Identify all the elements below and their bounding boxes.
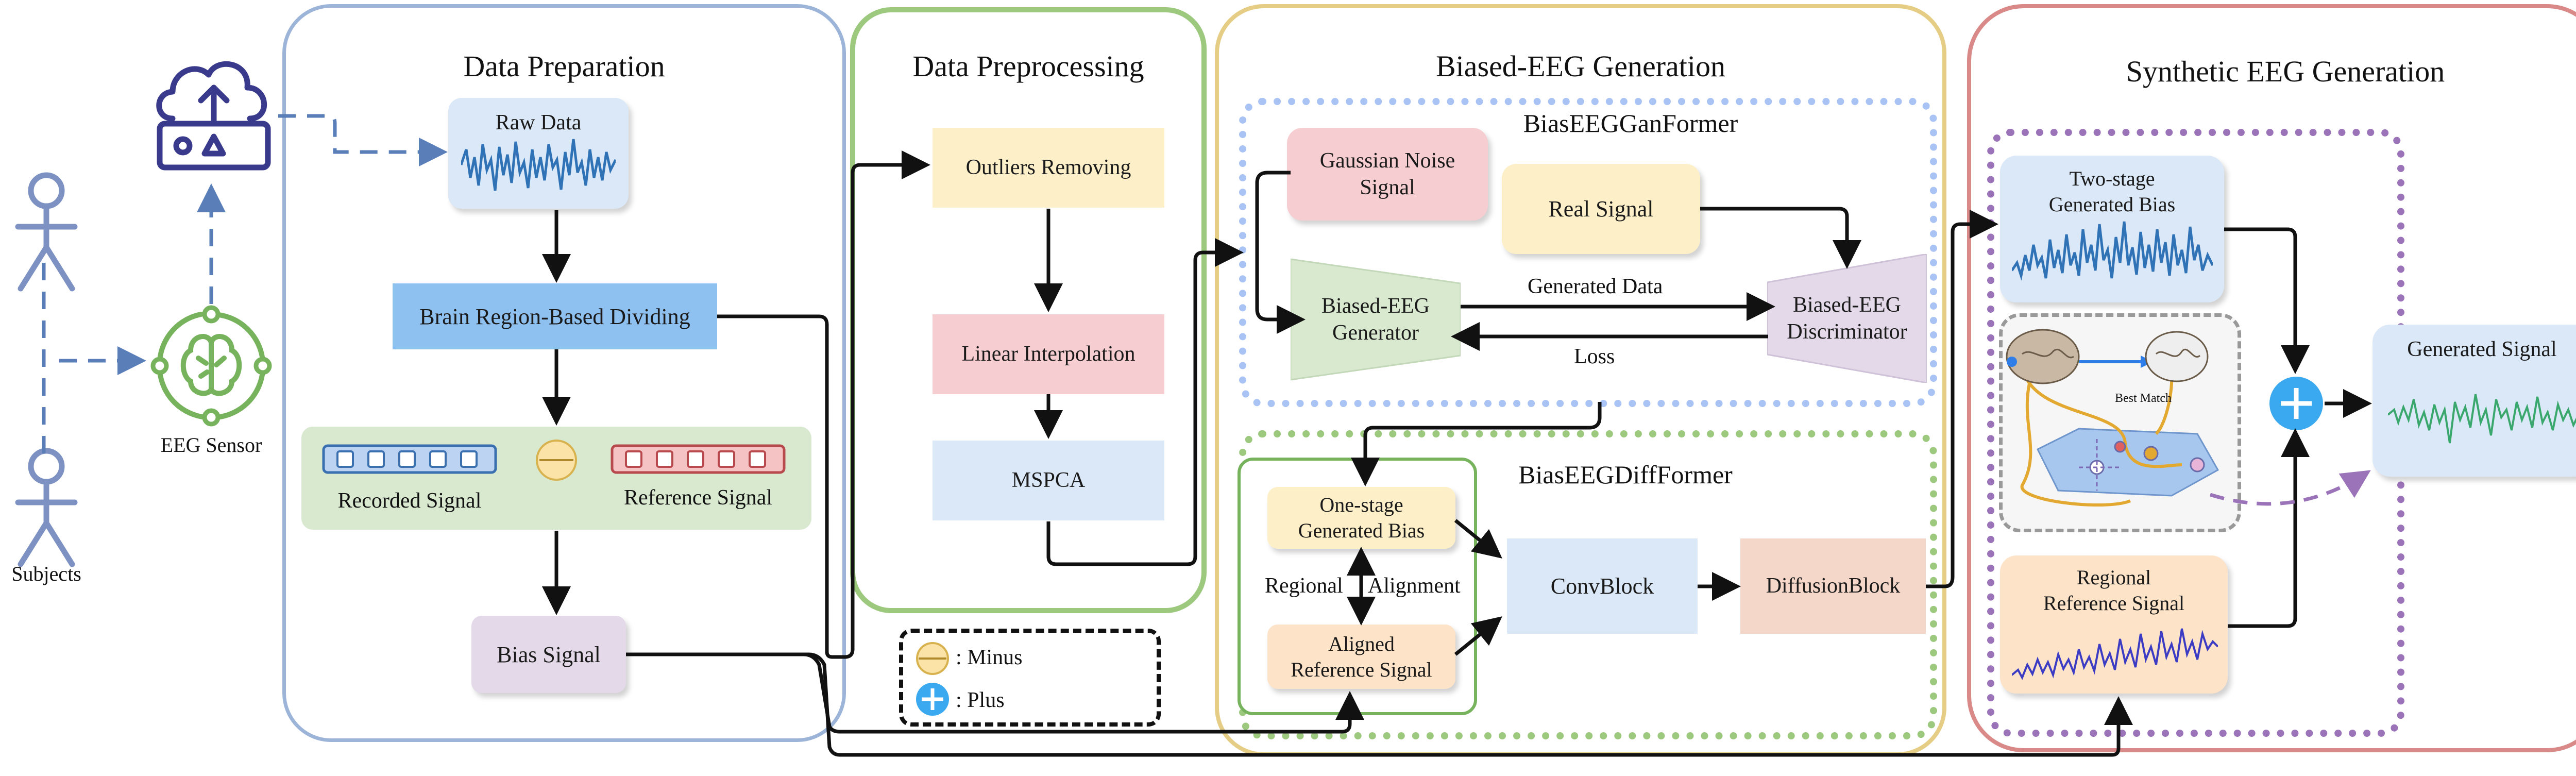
data-preprocessing-title: Data Preprocessing bbox=[912, 49, 1144, 83]
two-stage-bias-waveform bbox=[2012, 221, 2213, 281]
gaussian-noise-label-1: Gaussian Noise bbox=[1319, 148, 1455, 173]
discriminator-label-2: Discriminator bbox=[1787, 320, 1907, 344]
subjects-label: Subjects bbox=[11, 562, 81, 585]
diffusion-block-box: DiffusionBlock bbox=[1740, 538, 1926, 634]
alignment-label: Alignment bbox=[1368, 574, 1461, 598]
linear-interpolation-box: Linear Interpolation bbox=[933, 314, 1164, 394]
mspca-box: MSPCA bbox=[933, 441, 1164, 520]
regional-reference-label-2: Reference Signal bbox=[2043, 592, 2185, 615]
generated-signal-label: Generated Signal bbox=[2407, 338, 2557, 361]
best-match-illustration bbox=[2006, 329, 2219, 507]
synthetic-eeg-generation-title: Synthetic EEG Generation bbox=[2126, 55, 2445, 88]
subject-icon bbox=[15, 172, 78, 292]
recorded-signal-array-icon bbox=[322, 444, 497, 474]
generator-trapezoid bbox=[1291, 258, 1461, 381]
raw-data-label: Raw Data bbox=[495, 111, 582, 134]
recorded-signal-label: Recorded Signal bbox=[337, 489, 482, 513]
gaussian-noise-label-2: Signal bbox=[1360, 176, 1415, 199]
data-preparation-title: Data Preparation bbox=[463, 49, 665, 83]
aligned-reference-box: Aligned Reference Signal bbox=[1267, 625, 1455, 689]
best-match-label: Best Match bbox=[2115, 392, 2172, 405]
plus-legend-label: : Plus bbox=[956, 688, 1005, 712]
gaussian-noise-box: Gaussian Noise Signal bbox=[1287, 128, 1488, 221]
eeg-sensor-brain-icon bbox=[150, 305, 272, 427]
minus-legend-label: : Minus bbox=[956, 646, 1023, 669]
cloud-upload-icon bbox=[156, 61, 271, 171]
generator-label-2: Generator bbox=[1332, 321, 1419, 345]
brain-region-dividing-box: Brain Region-Based Dividing bbox=[393, 283, 717, 349]
plus-operator-icon bbox=[2269, 377, 2323, 430]
conv-block-label: ConvBlock bbox=[1550, 573, 1654, 599]
diffformer-title: BiasEEGDiffFormer bbox=[1518, 460, 1733, 489]
one-stage-label-1: One-stage bbox=[1319, 493, 1403, 516]
outliers-removing-label: Outliers Removing bbox=[965, 156, 1131, 180]
aligned-reference-label-1: Aligned bbox=[1328, 632, 1395, 655]
diffusion-block-label: DiffusionBlock bbox=[1766, 574, 1901, 598]
regional-reference-label-1: Regional bbox=[2076, 566, 2151, 589]
bias-signal-label: Bias Signal bbox=[497, 642, 601, 667]
ganformer-title: BiasEEGGanFormer bbox=[1523, 109, 1738, 138]
linear-interpolation-label: Linear Interpolation bbox=[961, 342, 1136, 366]
subject-icon bbox=[15, 448, 78, 567]
generator-label-1: Biased-EEG bbox=[1321, 294, 1430, 318]
generator-label: Biased-EEG Generator bbox=[1291, 255, 1461, 384]
generated-signal-waveform bbox=[2388, 394, 2576, 444]
loss-label: Loss bbox=[1574, 345, 1615, 368]
biased-eeg-generation-title: Biased-EEG Generation bbox=[1435, 49, 1726, 83]
two-stage-label-2: Generated Bias bbox=[2048, 193, 2176, 216]
reference-signal-array-icon bbox=[611, 444, 786, 474]
plus-legend-icon bbox=[916, 683, 949, 716]
bias-signal-box: Bias Signal bbox=[471, 616, 626, 693]
minus-operator-icon bbox=[536, 440, 577, 481]
discriminator-label-1: Biased-EEG bbox=[1793, 293, 1901, 317]
data-preprocessing-panel bbox=[850, 7, 1207, 613]
real-signal-box: Real Signal bbox=[1502, 164, 1700, 254]
minus-legend-icon bbox=[916, 642, 949, 675]
conv-block-box: ConvBlock bbox=[1507, 538, 1698, 634]
one-stage-bias-box: One-stage Generated Bias bbox=[1267, 487, 1455, 549]
one-stage-label-2: Generated Bias bbox=[1298, 519, 1425, 542]
raw-data-box: Raw Data bbox=[448, 98, 629, 209]
brain-region-dividing-label: Brain Region-Based Dividing bbox=[419, 303, 690, 329]
reference-signal-label: Reference Signal bbox=[623, 486, 773, 510]
regional-label: Regional bbox=[1265, 574, 1343, 598]
eeg-sensor-label: EEG Sensor bbox=[160, 433, 262, 457]
discriminator-trapezoid bbox=[1767, 254, 1927, 383]
outliers-removing-box: Outliers Removing bbox=[933, 128, 1164, 208]
raw-data-waveform bbox=[461, 139, 616, 191]
real-signal-label: Real Signal bbox=[1548, 196, 1654, 222]
aligned-reference-label-2: Reference Signal bbox=[1291, 657, 1432, 681]
regional-reference-waveform bbox=[2012, 628, 2218, 680]
discriminator-label: Biased-EEG Discriminator bbox=[1767, 254, 1927, 383]
two-stage-label-1: Two-stage bbox=[2069, 167, 2155, 190]
generated-data-label: Generated Data bbox=[1528, 275, 1663, 298]
mspca-label: MSPCA bbox=[1011, 468, 1086, 493]
